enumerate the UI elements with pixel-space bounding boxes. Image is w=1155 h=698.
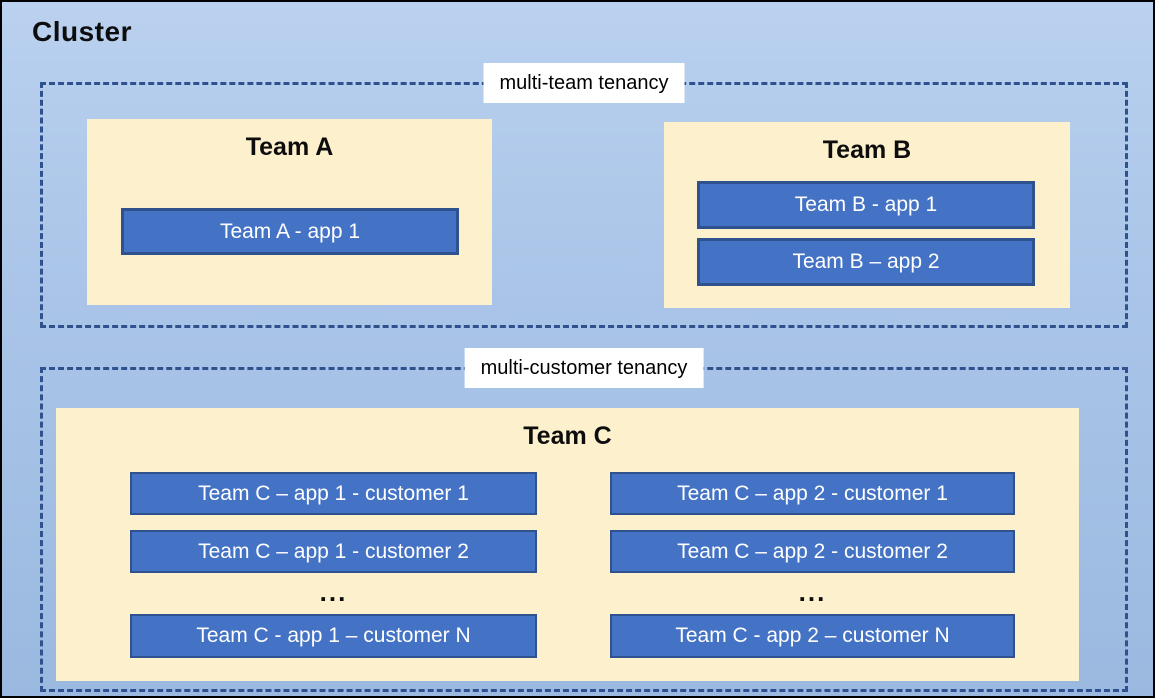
zone-multi-team-tenancy: multi-team tenancy Team A Team A - app 1… xyxy=(40,63,1128,328)
team-a-box: Team A Team A - app 1 xyxy=(87,119,492,305)
team-c-title: Team C xyxy=(523,422,612,450)
team-c-app1-ellipsis: ... xyxy=(319,576,348,607)
zone-label-multi-team: multi-team tenancy xyxy=(483,63,685,103)
zone-label-multi-customer: multi-customer tenancy xyxy=(464,348,704,388)
team-c-app1-customer-n: Team C - app 1 – customer N xyxy=(130,614,537,658)
team-c-app1-customer-1: Team C – app 1 - customer 1 xyxy=(130,472,537,515)
team-c-app2-customer-n: Team C - app 2 – customer N xyxy=(610,614,1015,658)
team-b-title: Team B xyxy=(822,136,912,164)
team-c-app2-customer-1: Team C – app 2 - customer 1 xyxy=(610,472,1015,515)
team-a-title: Team A xyxy=(245,133,334,161)
team-c-app1-customer-2: Team C – app 1 - customer 2 xyxy=(130,530,537,573)
zone-multi-customer-tenancy: multi-customer tenancy Team C Team C – a… xyxy=(40,348,1128,692)
team-b-app-1: Team B - app 1 xyxy=(697,181,1035,229)
team-a-app-1: Team A - app 1 xyxy=(121,208,459,255)
team-c-box: Team C Team C – app 1 - customer 1 Team … xyxy=(56,408,1079,681)
team-b-app-2: Team B – app 2 xyxy=(697,238,1035,286)
team-c-app2-ellipsis: ... xyxy=(798,576,827,607)
cluster-title: Cluster xyxy=(32,16,132,47)
team-c-app2-customer-2: Team C – app 2 - customer 2 xyxy=(610,530,1015,573)
team-b-box: Team B Team B - app 1 Team B – app 2 xyxy=(664,122,1070,308)
